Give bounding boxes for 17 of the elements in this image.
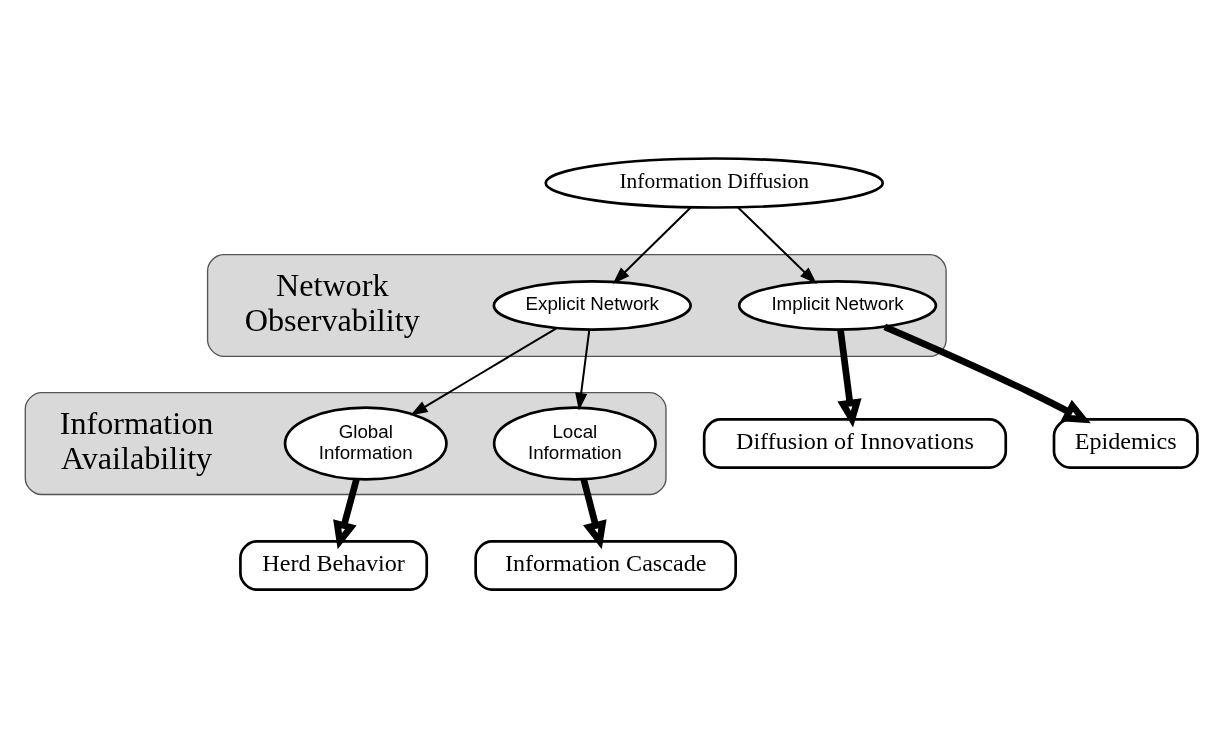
arrow: [612, 206, 692, 285]
arrow: [410, 327, 557, 416]
arrow: [737, 206, 817, 285]
arrow: [837, 329, 862, 428]
node-ellipse: Information Diffusion: [544, 157, 885, 209]
node-ellipse: Explicit Network: [492, 280, 692, 331]
node-box: Herd Behavior: [239, 540, 429, 591]
node-ellipse: Implicit Network: [737, 280, 938, 331]
node-box: Diffusion of Innovations: [702, 418, 1008, 469]
arrow: [575, 329, 591, 411]
arrow: [580, 478, 607, 550]
node-ellipse: Local Information: [492, 406, 657, 481]
arrow: [333, 478, 360, 550]
node-box: Information Cascade: [474, 540, 737, 591]
node-ellipse: Global Information: [283, 406, 448, 481]
node-box: Epidemics: [1052, 418, 1199, 469]
arrow: [883, 323, 1091, 424]
